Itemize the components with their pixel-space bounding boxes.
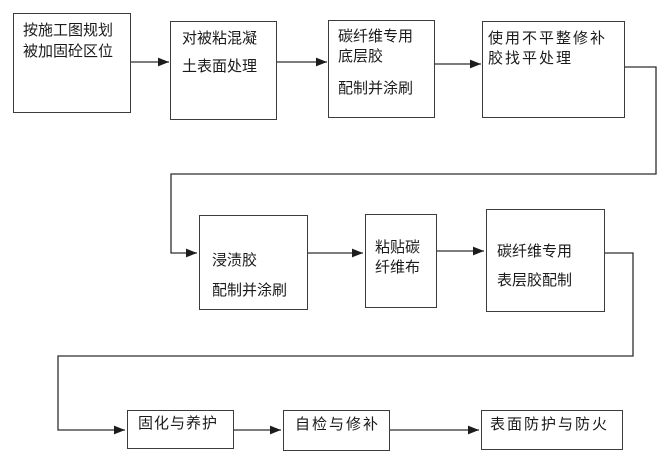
node-text-line: 纤维布 (375, 259, 421, 276)
node-text-line: 表面防护与防火 (490, 416, 610, 433)
node-curing-maintenance: 固化与养护 (127, 410, 234, 449)
node-text-line: 土表面处理 (182, 58, 258, 75)
node-text-line: 固化与养护 (138, 415, 219, 432)
node-text-line: 被加固砼区位 (23, 43, 114, 60)
node-paste-carbon-fiber-cloth: 粘贴碳 纤维布 (365, 214, 437, 308)
node-primer-adhesive-apply: 碳纤维专用 底层胶 配制并涂刷 (328, 20, 435, 118)
node-text-line: 使用不平整修补 (488, 30, 608, 47)
node-text-line: 碳纤维专用 (497, 243, 573, 260)
node-text-line: 对被粘混凝 (182, 30, 258, 47)
node-text-line: 胶找平处理 (488, 50, 574, 67)
node-text-line: 配制并涂刷 (338, 80, 414, 97)
node-impregnation-adhesive-apply: 浸渍胶 配制并涂刷 (199, 215, 308, 310)
node-text-line: 配制并涂刷 (212, 282, 288, 299)
node-top-coat-adhesive-prepare: 碳纤维专用 表层胶配制 (486, 209, 605, 312)
node-concrete-surface-treatment: 对被粘混凝 土表面处理 (170, 21, 277, 120)
node-text-line: 按施工图规划 (23, 22, 114, 39)
node-leveling-repair-adhesive: 使用不平整修补 胶找平处理 (482, 21, 625, 118)
node-text-line: 粘贴碳 (375, 239, 421, 256)
node-surface-fire-protection: 表面防护与防火 (481, 410, 623, 450)
node-text-line: 表层胶配制 (497, 272, 573, 289)
node-plan-reinforced-area: 按施工图规划 被加固砼区位 (13, 13, 131, 113)
node-text-line: 底层胶 (338, 48, 384, 65)
node-self-check-repair: 自检与修补 (283, 410, 390, 451)
node-text-line: 碳纤维专用 (338, 28, 414, 45)
node-text-line: 浸渍胶 (212, 252, 258, 269)
node-text-line: 自检与修补 (295, 416, 381, 433)
